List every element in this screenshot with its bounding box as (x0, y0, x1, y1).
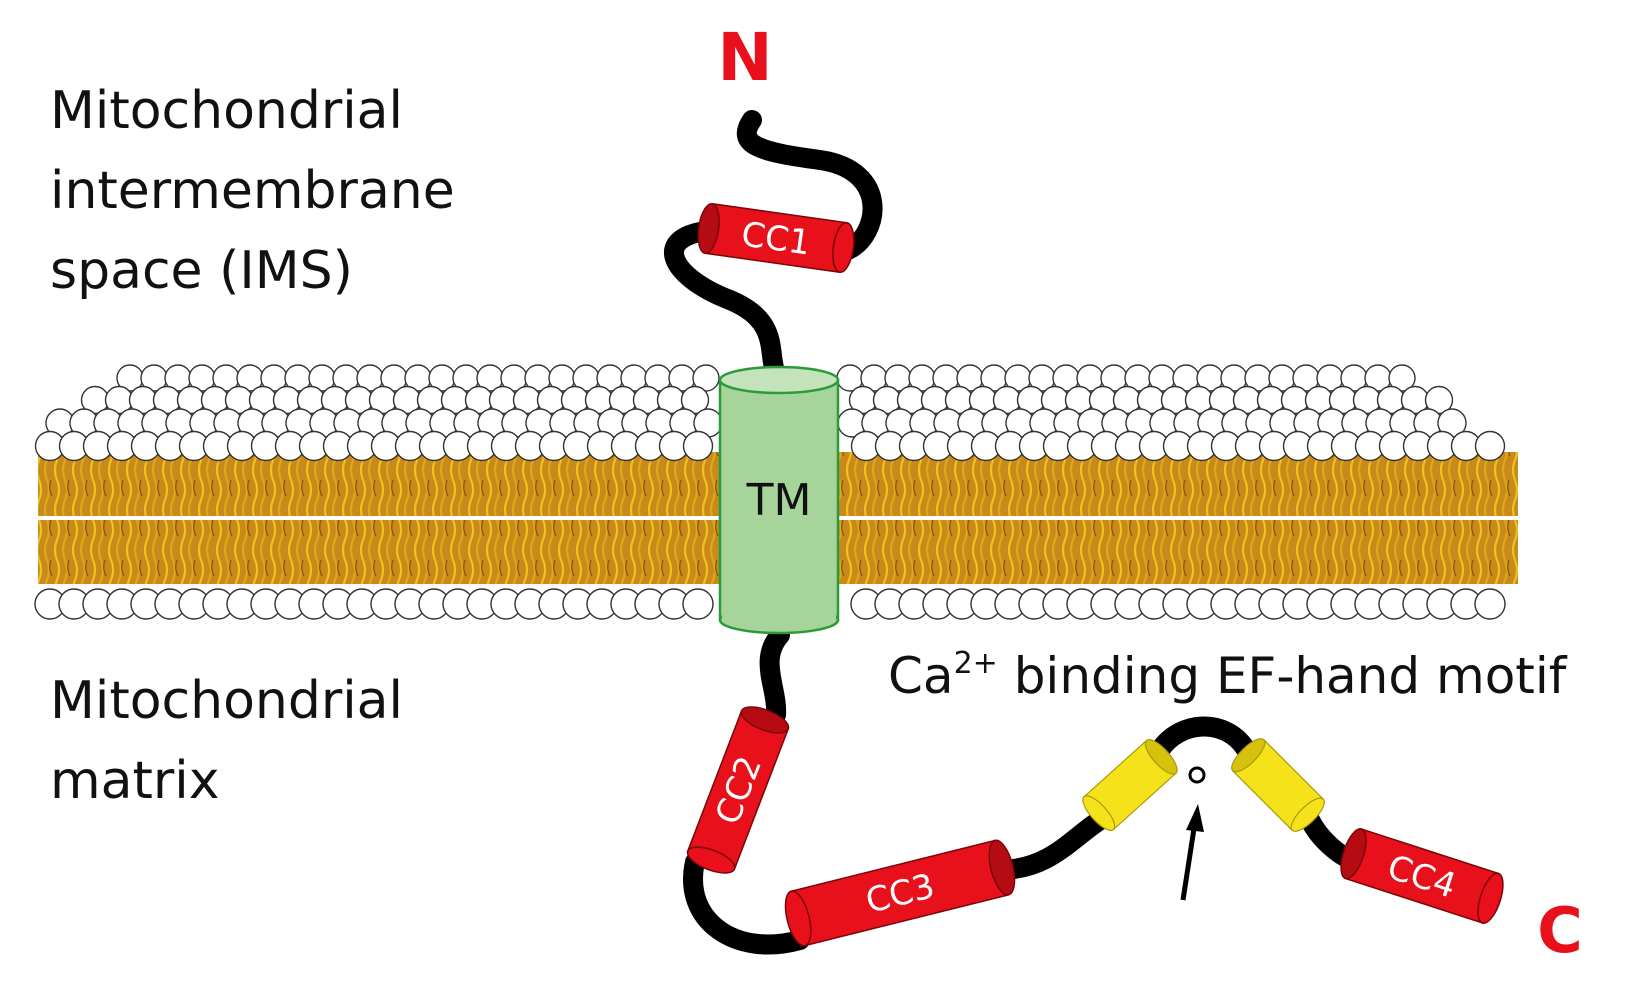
ims-label-line3: space (IMS) (50, 241, 353, 301)
c-terminus-label: C (1537, 894, 1583, 967)
cc1-label: CC1 (739, 214, 813, 263)
ims-label-line2: intermembrane (50, 161, 455, 221)
arrow-icon (1180, 804, 1204, 901)
matrix-label: Mitochondrial matrix (50, 671, 403, 811)
backbone-ef-loop (1150, 716, 1255, 760)
lipid-heads-top-front (34, 408, 1506, 462)
backbone-cc2-cc3-segment (683, 852, 810, 955)
n-terminus-label: N (717, 19, 772, 96)
lipid-head-icon (682, 588, 714, 620)
tm-label: TM (746, 475, 812, 526)
backbone-n-segment (736, 110, 883, 260)
lipid-head-icon (1474, 430, 1506, 462)
cc4-helix: CC4 (1340, 828, 1504, 924)
cc1-helix: CC1 (697, 202, 855, 274)
tm-helix: TM (718, 365, 840, 635)
lipid-head-icon (692, 364, 720, 392)
matrix-label-line1: Mitochondrial (50, 671, 403, 731)
cc4-label: CC4 (1383, 847, 1461, 906)
calcium-ion-icon (1188, 766, 1206, 784)
backbone-cc3-ef-segment (993, 810, 1110, 880)
polypeptide-backbone (664, 110, 1362, 955)
lipid-head-icon (682, 430, 714, 462)
ef-hand-helix-right (1231, 738, 1325, 832)
lipid-heads-top-back (80, 364, 1454, 415)
cc2-helix: CC2 (686, 706, 790, 874)
ef-hand-helix-left (1082, 739, 1178, 831)
cc3-helix: CC3 (784, 839, 1016, 947)
lipid-head-icon (1474, 588, 1506, 620)
ims-label-line1: Mitochondrial (50, 81, 403, 141)
ef-hand-label: Ca2+ binding EF-hand motif (888, 646, 1568, 705)
backbone-cc1-tm-segment (664, 220, 793, 392)
lipid-heads-bottom (34, 588, 1506, 620)
ims-label: Mitochondrial intermembrane space (IMS) (50, 81, 455, 301)
matrix-label-line2: matrix (50, 751, 220, 811)
lipid-head-icon (1388, 364, 1416, 392)
backbone-tm-cc2-segment (759, 625, 790, 725)
